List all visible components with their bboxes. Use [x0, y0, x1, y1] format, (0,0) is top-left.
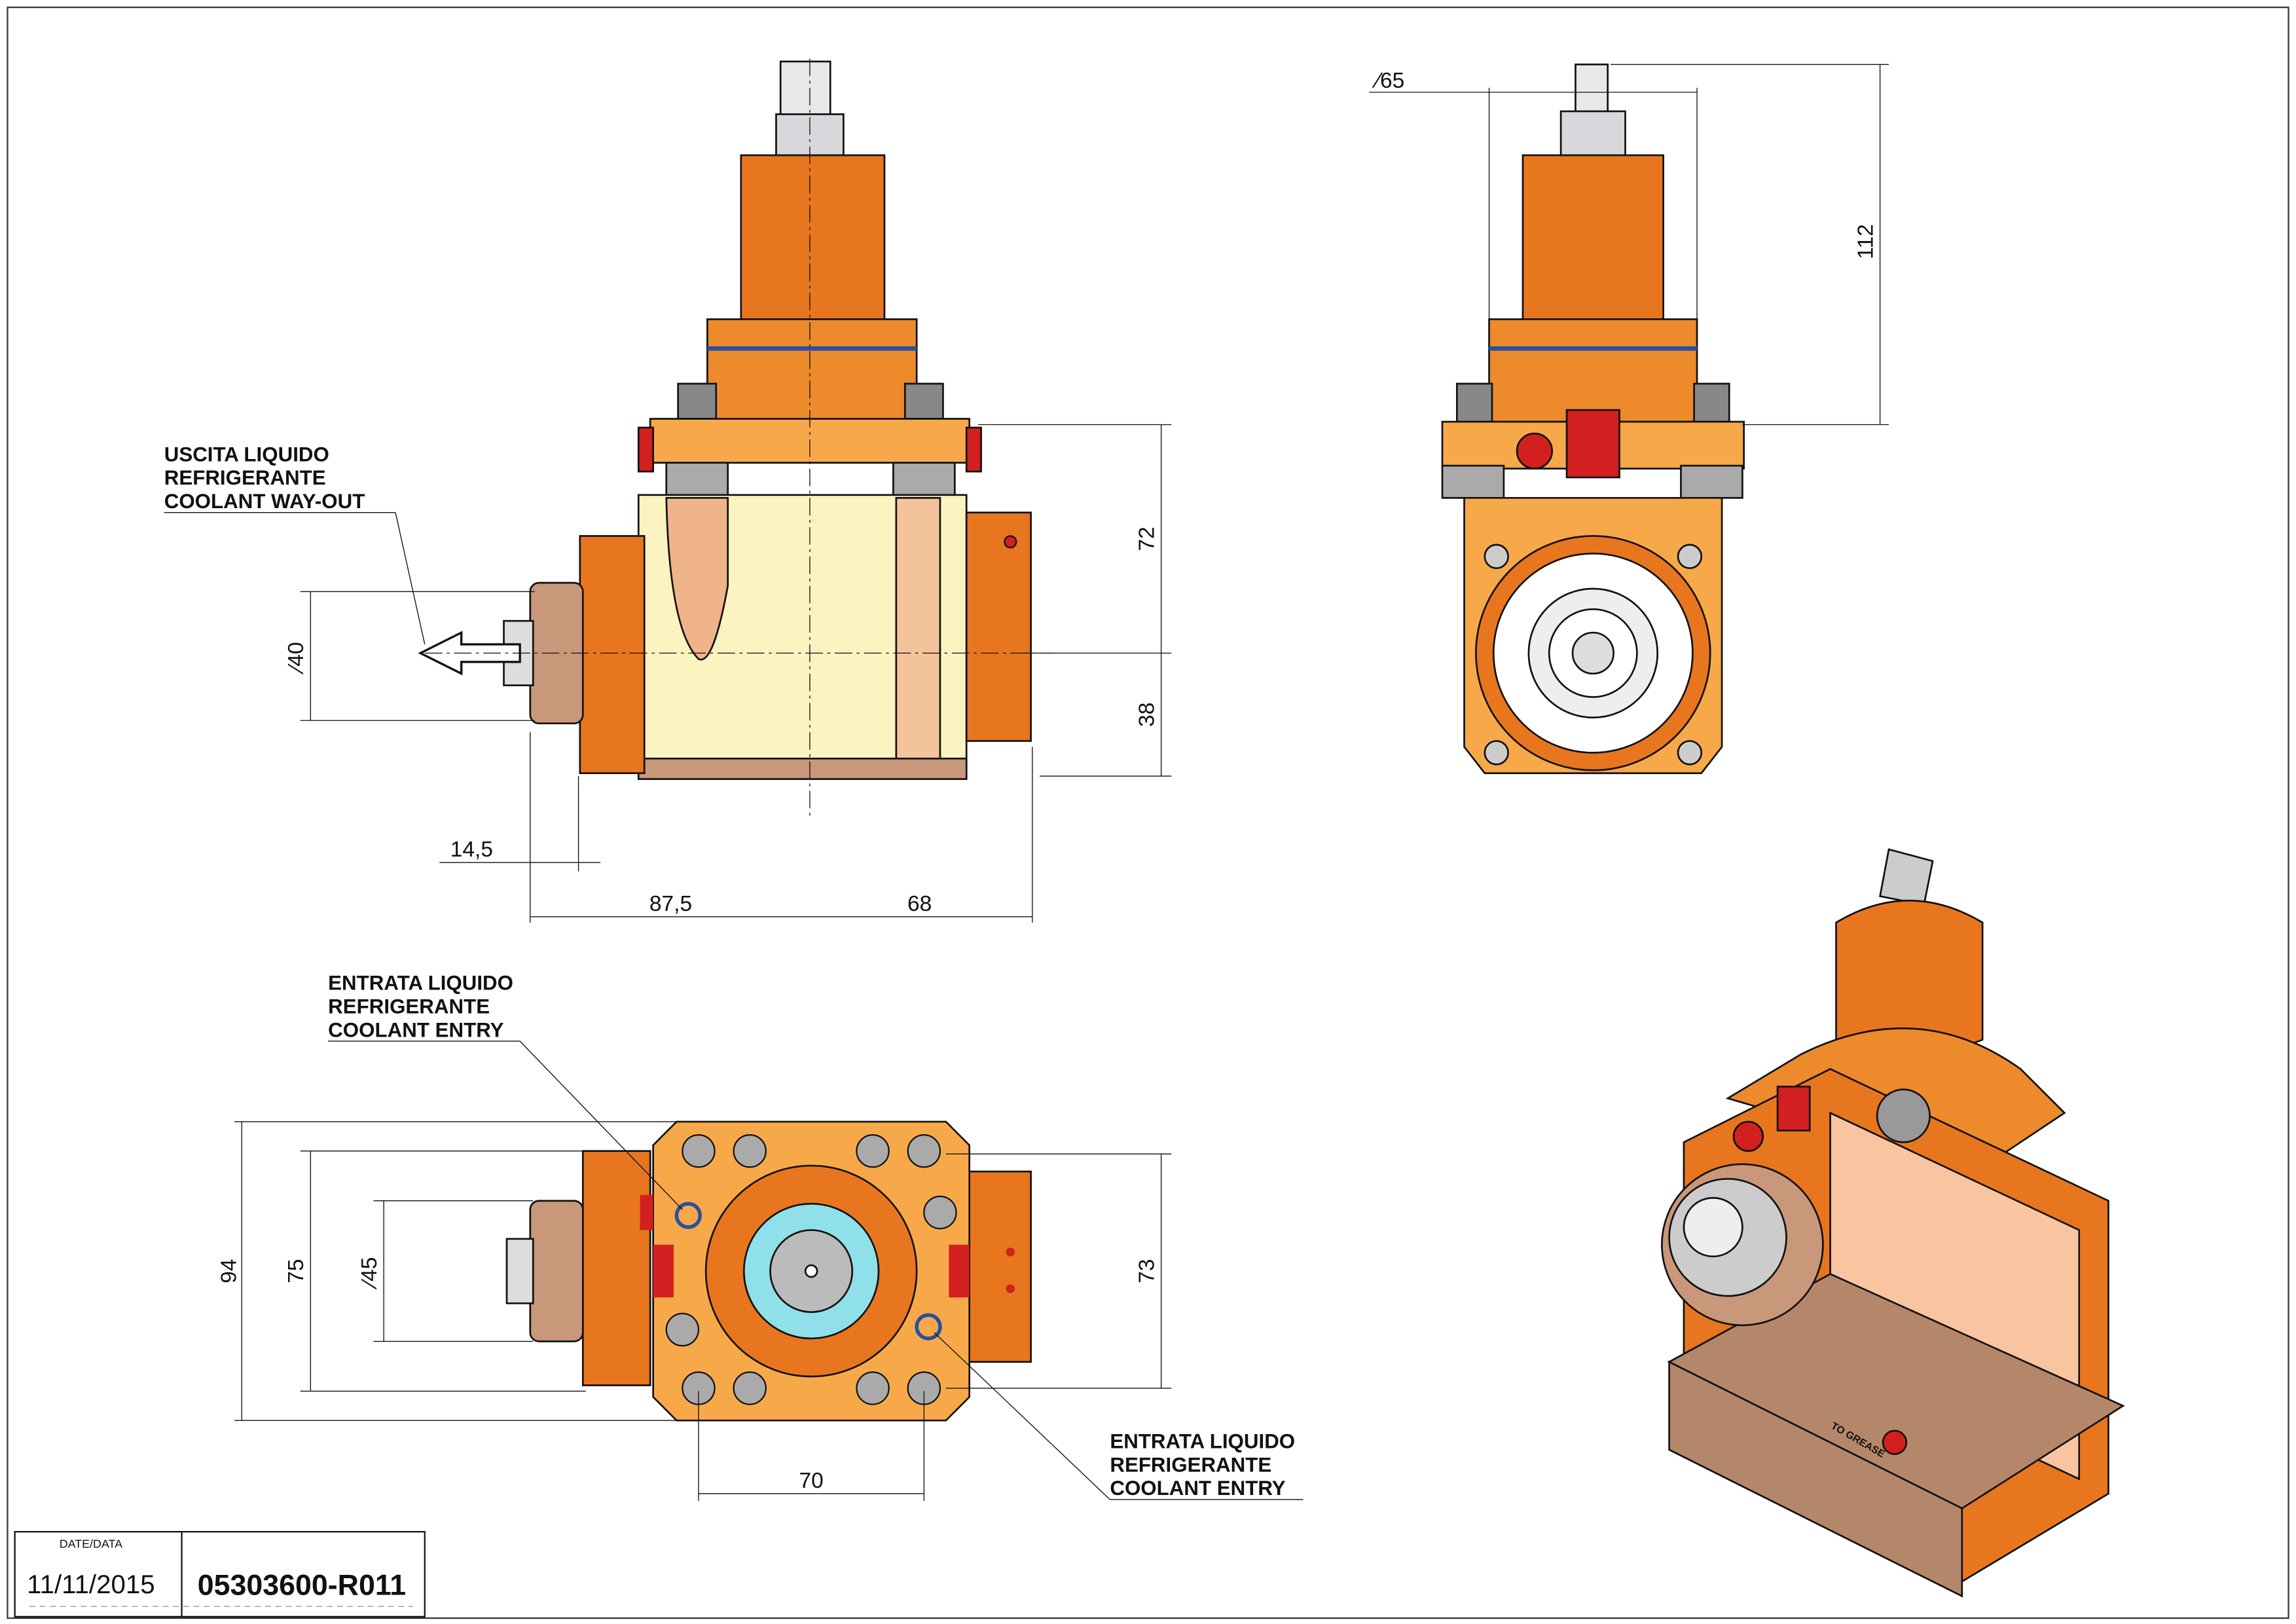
dim-87-5: 87,5 — [649, 892, 692, 916]
side-view-dimensions: ∕65 112 — [1369, 64, 1889, 426]
dim-68: 68 — [907, 892, 932, 916]
front-view — [418, 58, 1055, 821]
coolant-entry-top-label-2: REFRIGERANTE — [328, 995, 490, 1018]
sheet-border — [7, 7, 2289, 1619]
date-value: 11/11/2015 — [27, 1570, 155, 1599]
dim-72: 72 — [1135, 526, 1159, 551]
dim-d45: ∕45 — [357, 1257, 382, 1290]
isometric-view: TO GREASE — [1661, 848, 2125, 1598]
coolant-entry-bottom-label-1: ENTRATA LIQUIDO — [1110, 1430, 1295, 1453]
drawing-code: 05303600-R011 — [198, 1569, 406, 1601]
dim-d65: ∕65 — [1372, 69, 1404, 93]
dim-70: 70 — [799, 1469, 824, 1493]
title-block: DATE/DATA 11/11/2015 05303600-R011 — [14, 1530, 426, 1617]
coolant-entry-top-label-1: ENTRATA LIQUIDO — [328, 972, 513, 995]
dim-d40: ∕40 — [284, 642, 308, 674]
coolant-out-label-3: COOLANT WAY-OUT — [164, 490, 365, 513]
dim-94: 94 — [217, 1259, 241, 1283]
coolant-out-label-2: REFRIGERANTE — [164, 466, 326, 489]
dim-38: 38 — [1135, 703, 1159, 727]
dim-73: 73 — [1135, 1259, 1159, 1283]
coolant-entry-bottom-label-2: REFRIGERANTE — [1110, 1453, 1271, 1476]
coolant-entry-top-label-3: COOLANT ENTRY — [328, 1018, 503, 1041]
coolant-out-label-1: USCITA LIQUIDO — [164, 443, 329, 466]
coolant-entry-bottom-label-3: COOLANT ENTRY — [1110, 1477, 1285, 1500]
front-view-dimensions: 72 38 ∕40 14,5 87,5 68 USCITA LIQUIDO RE… — [164, 424, 1172, 923]
top-view-dimensions: 94 75 ∕45 73 70 ENTRATA LIQUIDO REFRIGER… — [217, 972, 1303, 1502]
dim-75: 75 — [284, 1259, 308, 1283]
dim-14-5: 14,5 — [450, 838, 493, 862]
date-label: DATE/DATA — [60, 1538, 122, 1551]
top-view — [505, 1120, 1032, 1422]
side-view — [1441, 64, 1745, 775]
dim-112: 112 — [1853, 224, 1878, 259]
